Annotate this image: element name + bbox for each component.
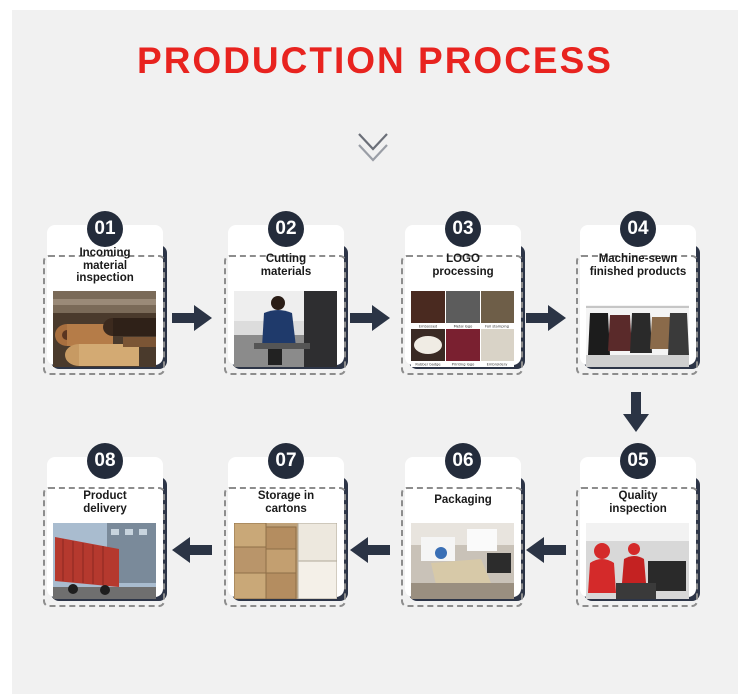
step-card-07: 07 Storage in cartons — [224, 443, 348, 607]
step-label: Storage in cartons — [257, 490, 315, 515]
step-number: 01 — [87, 211, 123, 247]
leather-rolls-photo — [53, 291, 156, 367]
step-number: 06 — [445, 443, 481, 479]
arrow-down-icon — [623, 392, 649, 432]
double-chevron-down-icon — [358, 133, 388, 162]
step-label: Machine-sewn finished products — [589, 253, 687, 278]
step-number: 07 — [268, 443, 304, 479]
step-label: Incoming material inspection — [76, 247, 134, 284]
logo-sample-caption: Printing logo — [452, 363, 475, 367]
arrow-right-icon — [350, 305, 390, 331]
inspection-workers-photo — [586, 523, 689, 599]
logo-sample-caption: Embossed — [419, 325, 438, 329]
step-card-04: 04 Machine-sewn finished products — [576, 211, 700, 375]
finished-bags-photo — [586, 291, 689, 367]
arrow-left-icon — [350, 537, 390, 563]
step-card-05: 05 Quality inspection — [576, 443, 700, 607]
cartons-photo — [234, 523, 337, 599]
step-number: 02 — [268, 211, 304, 247]
arrow-right-icon — [172, 305, 212, 331]
step-number: 03 — [445, 211, 481, 247]
logo-sample-caption: Rubber badge — [415, 363, 441, 367]
logo-sample-caption: Metal logo — [454, 325, 473, 329]
arrow-left-icon — [526, 537, 566, 563]
arrow-right-icon — [526, 305, 566, 331]
packaging-photo — [411, 523, 514, 599]
container-truck-photo — [53, 523, 156, 599]
step-card-01: 01 Incoming material inspection — [43, 211, 167, 375]
step-number: 05 — [620, 443, 656, 479]
worker-cutting-photo — [234, 291, 337, 367]
logo-sample-caption: Foil stamping — [485, 325, 509, 329]
step-number: 08 — [87, 443, 123, 479]
step-card-08: 08 Product delivery — [43, 443, 167, 607]
page-title: PRODUCTION PROCESS — [137, 40, 613, 81]
step-label: Packaging — [434, 494, 492, 506]
step-card-02: 02 Cutting materials — [224, 211, 348, 375]
step-label: Quality inspection — [609, 490, 667, 515]
logo-samples-photo: Embossed Metal logo Foil stamping Rubber… — [411, 291, 514, 367]
step-label: Cutting materials — [260, 253, 312, 278]
step-number: 04 — [620, 211, 656, 247]
step-label: LOGO processing — [432, 253, 494, 278]
step-card-03: 03 LOGO processing Embossed Metal logo F… — [401, 211, 525, 375]
arrow-left-icon — [172, 537, 212, 563]
step-label: Product delivery — [83, 490, 127, 515]
step-card-06: 06 Packaging — [401, 443, 525, 607]
logo-sample-caption: Embroidery — [487, 363, 509, 367]
